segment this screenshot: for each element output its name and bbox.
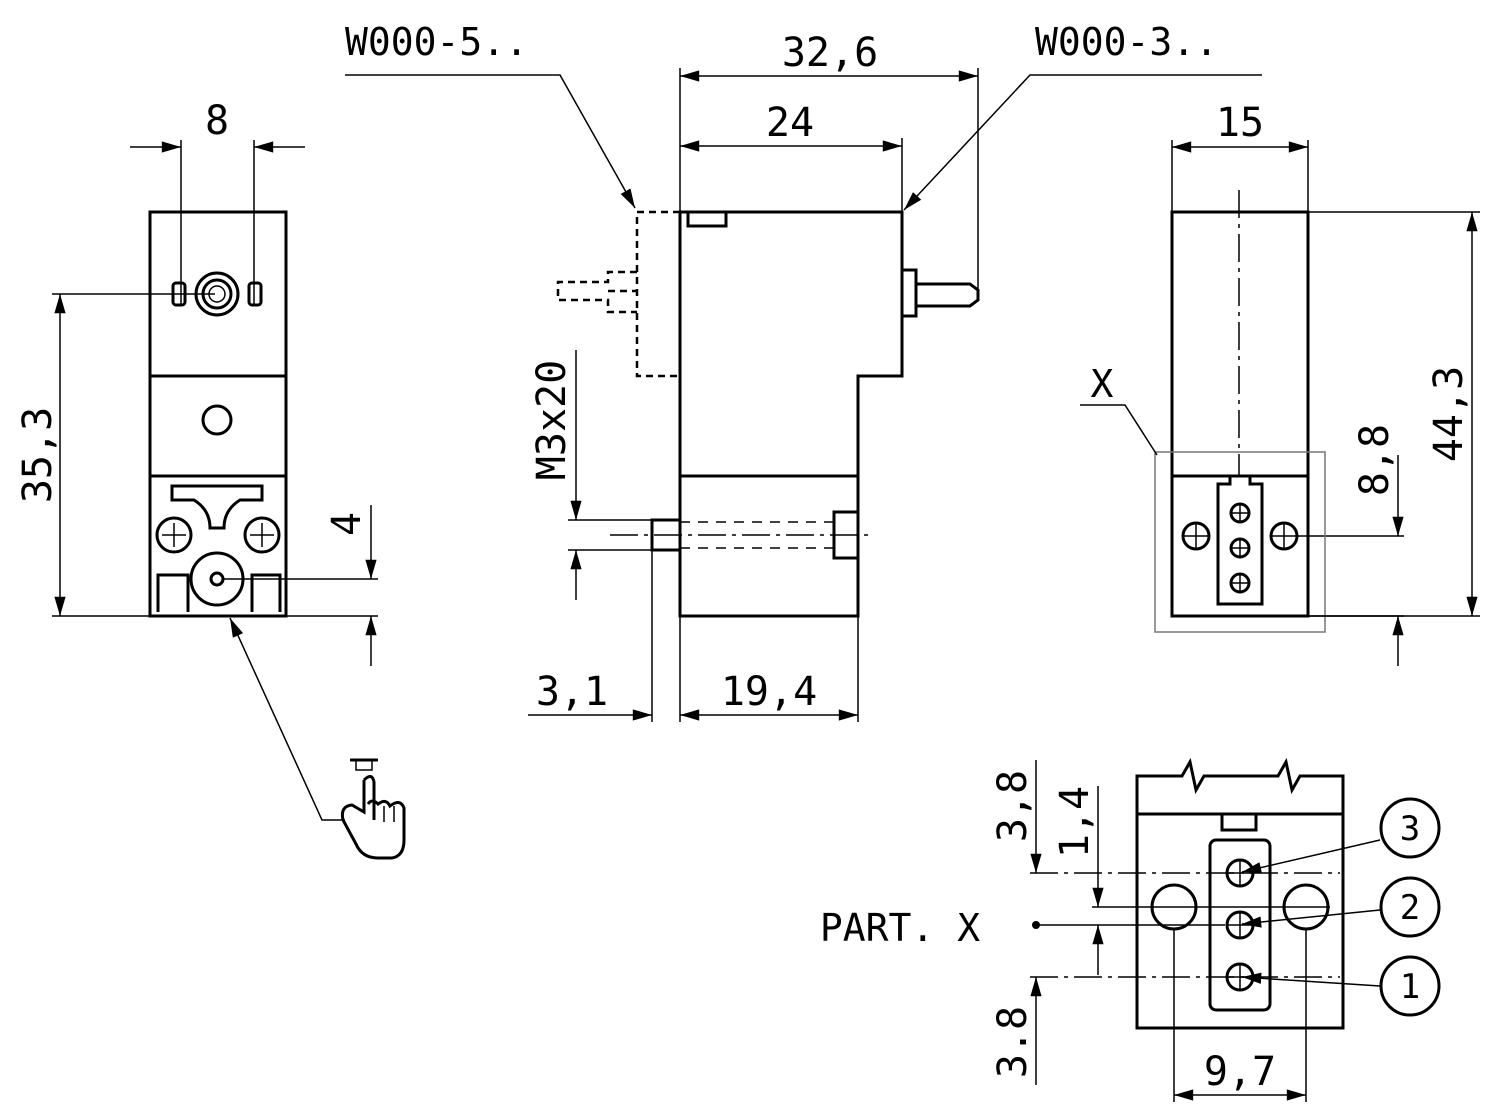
detail-title: PART. X (820, 906, 980, 950)
side-view: 32,6 24 W000-5.. W000-3.. M3x20 3,1 19,4 (345, 20, 1262, 722)
dim-9-7: 9,7 (1204, 1049, 1276, 1095)
dim-15: 15 (1216, 100, 1264, 146)
dim-1-4: 1,4 (1052, 786, 1098, 858)
dim-19-4: 19,4 (721, 669, 817, 715)
dim-8-8: 8,8 (1352, 424, 1398, 496)
dim-3-8-bottom: 3.8 (990, 1006, 1036, 1078)
dim-35-3: 35,3 (15, 407, 61, 503)
dim-4: 4 (324, 512, 370, 536)
front-view: 8 35,3 4 (15, 98, 378, 821)
dim-m3x20: M3x20 (529, 360, 575, 480)
rear-view: X 15 44,3 8,8 (1080, 100, 1480, 666)
port-2-label: 2 (1400, 888, 1420, 928)
dim-32-6: 32,6 (782, 30, 878, 76)
dim-8: 8 (205, 98, 229, 144)
dim-44-3: 44,3 (1426, 366, 1472, 462)
port-3-label: 3 (1400, 809, 1420, 849)
hand-push-button-icon (340, 758, 406, 860)
callout-w000-5: W000-5.. (345, 20, 528, 64)
dim-3-1: 3,1 (536, 669, 608, 715)
callout-w000-3: W000-3.. (1035, 20, 1218, 64)
detail-marker-x: X (1091, 362, 1114, 406)
dim-3-8-top: 3,8 (990, 770, 1036, 842)
detail-view-x: 3,8 3.8 1,4 9,7 PART. X 3 2 1 (820, 757, 1441, 1102)
port-1-label: 1 (1400, 967, 1420, 1007)
dim-24: 24 (766, 100, 814, 146)
